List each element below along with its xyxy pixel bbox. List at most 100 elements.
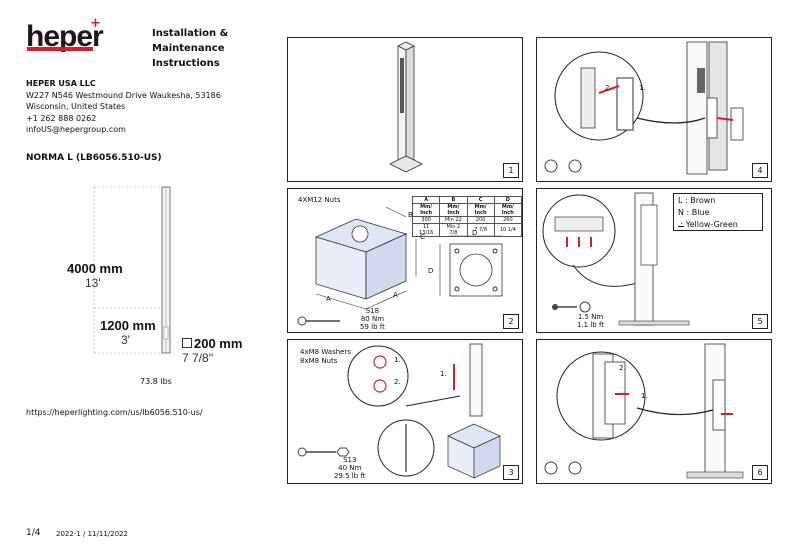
ground-icon: [678, 226, 684, 227]
pole-mounting-illustration: [297, 343, 501, 479]
p2-torque-lbft: 59 lb ft: [360, 323, 385, 331]
step-number-2: 2: [503, 314, 519, 329]
label-c: C: [420, 233, 425, 241]
p2-nuts-label: 4XM12 Nuts: [298, 196, 341, 204]
p5-torque-nm: 1.5 Nm: [577, 313, 604, 321]
square-symbol-icon: [182, 338, 192, 348]
document-version: 2022-1 / 11/11/2022: [56, 530, 128, 538]
p2-torque-nm: 80 Nm: [360, 315, 385, 323]
step-panel-5: L : Brown N : Blue : Yellow-Green 1.5 Nm…: [536, 188, 772, 333]
product-url[interactable]: https://heperlighting.com/us/lb6056.510-…: [26, 408, 203, 417]
label-a2: A: [393, 291, 398, 299]
p2-torque: S18 80 Nm 59 lb ft: [360, 307, 385, 331]
p5-torque-lbft: 1.1 lb ft: [577, 321, 605, 329]
table-cell: 260: [493, 216, 523, 224]
wire-color-legend: L : Brown N : Blue : Yellow-Green: [673, 193, 763, 231]
step-panel-3: 4xM8 Washers 8xM8 Nuts 2. 1. 1. S13 40 N…: [287, 339, 523, 484]
step-number-4: 4: [752, 163, 768, 178]
p3-torque-nm: 40 Nm: [338, 464, 362, 472]
step-panel-1: 1: [287, 37, 523, 182]
p6-step1: 1.: [641, 392, 648, 400]
document-title: Installation & Maintenance Instructions: [152, 26, 282, 71]
legend-line: L : Brown: [678, 196, 716, 205]
label-a: A: [326, 295, 331, 303]
p3-nuts: 8xM8 Nuts: [300, 357, 338, 365]
label-d: D: [472, 229, 478, 237]
p3-torque-lbft: 29.5 lb ft: [334, 472, 366, 480]
table-cell: Min 22: [439, 216, 468, 224]
pole-perspective-illustration: [389, 41, 423, 173]
lower-imperial: 3': [121, 333, 130, 347]
label-d2: D: [428, 267, 434, 275]
step-number-3: 3: [503, 465, 519, 480]
table-cell: 300: [411, 216, 441, 224]
table-cell: 11 13/16: [411, 223, 441, 237]
table-cell: D: [493, 196, 523, 204]
brand-logo-underline: [27, 47, 93, 51]
table-cell: Mm/ Inch: [411, 203, 441, 217]
legend-ground: : Yellow-Green: [678, 220, 738, 229]
pole-dimension-drawing: [93, 186, 171, 354]
table-cell: Mm/ Inch: [493, 203, 523, 217]
height-imperial: 13': [85, 276, 101, 290]
table-cell: B: [439, 196, 468, 204]
company-info: HEPER USA LLC W227 N546 Westmound Drive …: [26, 78, 221, 136]
table-cell: C: [466, 196, 495, 204]
door-closing-illustration: [544, 343, 744, 479]
width-dimension: 200 mm 7 7/8'': [182, 336, 242, 365]
width-imperial: 7 7/8'': [182, 351, 214, 365]
page-number: 1/4: [26, 528, 41, 538]
p3-step1b: 1.: [440, 370, 447, 378]
p3-hardware: 4xM8 Washers 8xM8 Nuts: [300, 348, 351, 366]
lower-dimension: 1200 mm 3': [100, 318, 156, 347]
p6-step2: 2.: [619, 364, 626, 372]
p3-washers: 4xM8 Washers: [300, 348, 351, 356]
door-removal-illustration: 2. 1.: [544, 41, 744, 175]
p5-torque: 1.5 Nm 1.1 lb ft: [577, 313, 604, 329]
company-email[interactable]: infoUS@hepergroup.com: [26, 125, 126, 134]
table-cell: 200: [466, 216, 495, 224]
p3-socket: S13: [343, 456, 357, 464]
pole-door: [163, 326, 169, 340]
p3-step1: 1.: [394, 356, 401, 364]
step-panel-6: 2. 1. 6: [536, 339, 772, 484]
wiring-illustration: [542, 192, 690, 326]
company-address1: W227 N546 Westmound Drive Waukesha, 5318…: [26, 90, 221, 100]
p3-torque: S13 40 Nm 29.5 lb ft: [334, 456, 366, 480]
foundation-illustration: [297, 206, 503, 326]
p4-step1-label: 1.: [639, 84, 646, 92]
table-cell: Mm/ Inch: [466, 203, 495, 217]
model-name: NORMA L (LB6056.510-US): [26, 153, 162, 163]
lower-metric: 1200 mm: [100, 318, 156, 333]
p2-socket: S18: [365, 307, 380, 315]
height-metric: 4000 mm: [67, 261, 123, 276]
table-cell: A: [411, 196, 441, 204]
brand-logo-plus: +: [90, 16, 101, 31]
p4-step2-label: 2.: [605, 84, 612, 92]
p3-step2: 2.: [394, 378, 401, 386]
height-dimension: 4000 mm 13': [67, 261, 123, 290]
weight: 73.8 lbs: [140, 377, 172, 386]
step-number-5: 5: [752, 314, 768, 329]
legend-neutral: N : Blue: [678, 208, 710, 217]
label-b: B: [408, 211, 413, 219]
document-title-line2: Instructions: [152, 58, 220, 69]
table-cell: Min 2 7/8: [439, 223, 468, 237]
table-cell: 10 1/4: [493, 223, 523, 237]
company-name: HEPER USA LLC: [26, 79, 96, 88]
company-phone: +1 262 888 0262: [26, 113, 97, 123]
step-number-1: 1: [503, 163, 519, 178]
width-metric: 200 mm: [194, 336, 243, 351]
step-panel-4: 2. 1. 4: [536, 37, 772, 182]
document-title-line1: Installation & Maintenance: [152, 28, 229, 54]
company-address2: Wisconsin, United States: [26, 102, 126, 111]
step-number-6: 6: [752, 465, 768, 480]
table-cell: Mm/ Inch: [439, 203, 468, 217]
